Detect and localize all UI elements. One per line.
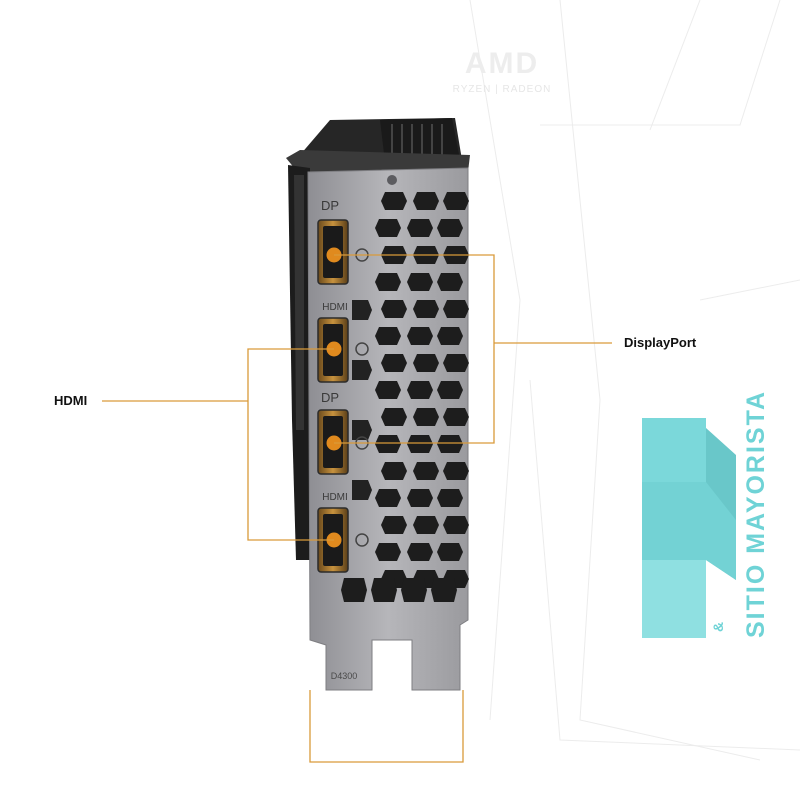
port-label: HDMI [322, 302, 348, 313]
vent-hole [375, 219, 401, 237]
vent-hole [443, 462, 469, 480]
vent-hole [413, 408, 439, 426]
vent-hole [437, 219, 463, 237]
vent-hole [341, 578, 367, 602]
vent-hole [413, 192, 439, 210]
bracket-vent-holes [341, 192, 469, 602]
amd-watermark: AMD RYZEN | RADEON [453, 47, 552, 95]
hdmi-label: HDMI [54, 393, 88, 408]
vent-hole [375, 435, 401, 453]
vent-hole [413, 462, 439, 480]
vent-hole [443, 192, 469, 210]
port-screw [355, 533, 369, 547]
vent-hole [437, 327, 463, 345]
displayport-label: DisplayPort [624, 335, 697, 350]
vent-hole [352, 300, 372, 320]
vent-hole [375, 489, 401, 507]
vent-hole [443, 354, 469, 372]
vent-hole [437, 381, 463, 399]
port-label: DP [321, 198, 339, 213]
amd-watermark-sub: RYZEN | RADEON [453, 84, 552, 95]
vent-hole [352, 420, 372, 440]
vent-hole [381, 462, 407, 480]
vent-hole [352, 480, 372, 500]
background-outlines [469, 0, 800, 761]
vent-hole [437, 435, 463, 453]
vent-hole [401, 578, 427, 602]
vent-hole [375, 327, 401, 345]
logo-ampersand: & [710, 622, 726, 632]
vent-hole [413, 516, 439, 534]
vent-hole [375, 381, 401, 399]
vent-hole [381, 516, 407, 534]
vent-hole [443, 408, 469, 426]
callout-lines [102, 254, 612, 763]
vent-hole [431, 578, 457, 602]
vent-hole [443, 516, 469, 534]
vent-hole [437, 543, 463, 561]
vent-hole [381, 408, 407, 426]
vent-hole [407, 219, 433, 237]
vent-hole [437, 489, 463, 507]
vent-hole [413, 354, 439, 372]
port-label: DP [321, 390, 339, 405]
vent-hole [407, 273, 433, 291]
vent-hole [443, 300, 469, 318]
bracket-model-text: D4300 [331, 671, 358, 681]
vent-hole [375, 273, 401, 291]
port-label: HDMI [322, 492, 348, 503]
vent-hole [407, 327, 433, 345]
port-1: DP [317, 198, 369, 285]
vent-hole [407, 381, 433, 399]
vent-hole [437, 273, 463, 291]
sitio-mayorista-logo: & SITIO MAYORISTA [642, 390, 770, 638]
amd-watermark-brand: AMD [465, 47, 539, 80]
vent-hole [407, 543, 433, 561]
vent-hole [413, 300, 439, 318]
vent-hole [371, 578, 397, 602]
vent-hole [381, 192, 407, 210]
vent-hole [375, 543, 401, 561]
card-shroud [286, 118, 470, 560]
logo-text: SITIO MAYORISTA [742, 390, 770, 638]
vent-hole [381, 300, 407, 318]
vent-hole [381, 354, 407, 372]
vent-hole [352, 360, 372, 380]
port-screw [355, 342, 369, 356]
vent-hole [407, 435, 433, 453]
vent-hole [407, 489, 433, 507]
